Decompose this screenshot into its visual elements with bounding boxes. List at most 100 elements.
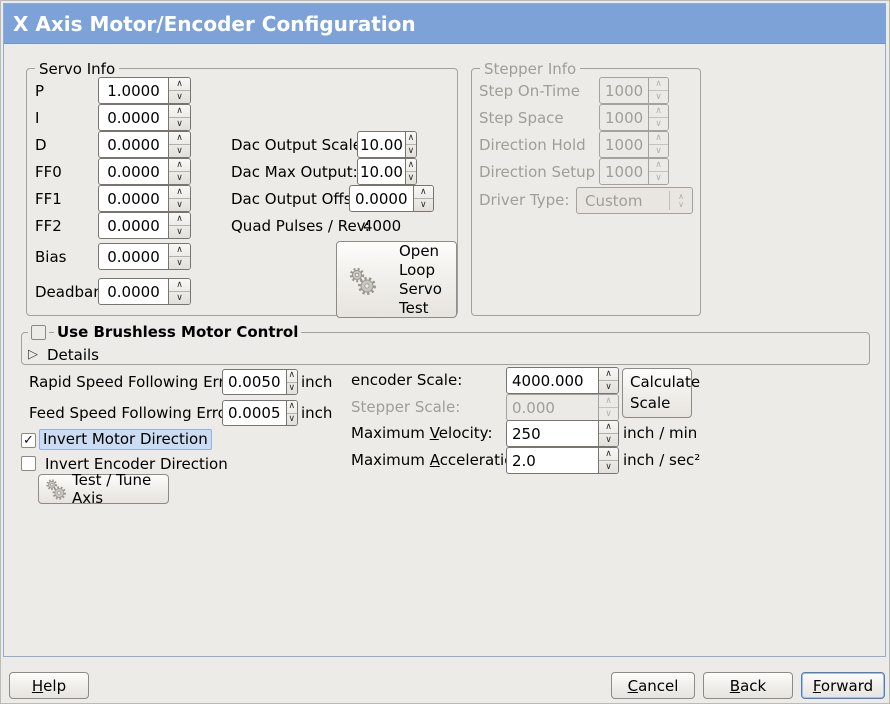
spin-down-button[interactable]: ∨ (176, 118, 183, 129)
spin-down-button[interactable]: ∨ (419, 199, 427, 210)
gears-icon (46, 479, 66, 500)
calculate-scale-button[interactable]: Calculate Scale (622, 368, 700, 418)
encoder-scale-spinbox[interactable]: 4000.000 ∧∨ (506, 367, 619, 394)
spin-value[interactable]: 0.0000 (107, 162, 160, 181)
spin-value[interactable]: 0.0050 (228, 373, 281, 391)
spin-up-button[interactable]: ∧ (169, 244, 190, 257)
spin-down-button[interactable]: ∨ (407, 172, 415, 183)
spin-value[interactable]: 0.0000 (107, 247, 160, 266)
spin-down-button[interactable]: ∨ (176, 145, 183, 156)
details-expander-label[interactable]: Details (47, 346, 100, 364)
spin-down-button[interactable]: ∨ (176, 292, 183, 303)
spin-value[interactable]: 0.0005 (228, 404, 281, 422)
spin-down-button: ∨ (655, 172, 662, 183)
spin-value[interactable]: 0.0000 (107, 135, 160, 154)
use-brushless-checkbox[interactable] (28, 322, 49, 343)
spin-down-button[interactable]: ∨ (605, 381, 612, 392)
spin-down-button[interactable]: ∨ (176, 172, 183, 183)
spin-up-button[interactable]: ∧ (169, 213, 190, 226)
dac-output-offset-spinbox[interactable]: 0.0000 ∧∨ (349, 185, 434, 212)
maximum-acceleration-spinbox[interactable]: 2.0 ∧∨ (506, 447, 619, 474)
spin-value: 1000 (605, 108, 644, 127)
spin-up-button[interactable]: ∧ (599, 421, 618, 434)
stepper-info-frame-title: Stepper Info (480, 59, 581, 79)
spin-up-button[interactable]: ∧ (169, 279, 190, 292)
back-button[interactable]: Back (703, 672, 793, 699)
spin-up-button[interactable]: ∧ (405, 132, 416, 145)
dac-max-output-spinbox[interactable]: 10.00 ∧∨ (357, 158, 417, 185)
help-button[interactable]: Help (9, 672, 89, 699)
use-brushless-label[interactable]: Use Brushless Motor Control (54, 322, 302, 342)
test-tune-axis-button[interactable]: Test / Tune Axis (38, 471, 169, 507)
spin-down-button: ∨ (605, 408, 612, 419)
maximum-velocity-spinbox[interactable]: 250 ∧∨ (506, 420, 619, 447)
spin-down-button[interactable]: ∨ (176, 257, 183, 268)
driver-type-value: Custom (585, 191, 643, 210)
ff0-spinbox[interactable]: 0.0000 ∧∨ (98, 158, 191, 185)
spin-value[interactable]: 0.0000 (107, 189, 160, 208)
spin-up-button[interactable]: ∧ (169, 159, 190, 172)
spin-down-button[interactable]: ∨ (288, 382, 296, 393)
spin-value[interactable]: 0.0000 (107, 108, 160, 127)
spin-down-button[interactable]: ∨ (288, 413, 296, 424)
p-spinbox[interactable]: 1.0000 ∧∨ (98, 77, 191, 104)
spin-up-button[interactable]: ∧ (599, 448, 618, 461)
deadband-spinbox[interactable]: 0.0000 ∧∨ (98, 278, 191, 305)
spin-down-button[interactable]: ∨ (176, 91, 183, 102)
spin-down-button[interactable]: ∨ (407, 145, 415, 156)
spin-up-button[interactable]: ∧ (599, 368, 618, 381)
spin-up-button[interactable]: ∧ (169, 105, 190, 118)
rapid-following-error-unit: inch (301, 373, 333, 391)
spin-value[interactable]: 10.00 (360, 162, 403, 181)
invert-encoder-checkbox[interactable] (21, 456, 36, 471)
driver-type-combobox: Custom ∧∨ (576, 187, 693, 214)
ff1-label: FF1 (35, 190, 62, 208)
invert-motor-checkbox[interactable]: ✓ (21, 433, 36, 448)
calculate-scale-label: Calculate Scale (630, 373, 701, 412)
spin-down-button[interactable]: ∨ (605, 461, 612, 472)
quad-pulses-label: Quad Pulses / Rev: (231, 217, 370, 235)
spin-down-button[interactable]: ∨ (605, 434, 612, 445)
spin-up-button[interactable]: ∧ (286, 370, 297, 383)
forward-button[interactable]: Forward (801, 672, 885, 699)
spin-value[interactable]: 4000.000 (512, 371, 584, 390)
i-spinbox[interactable]: 0.0000 ∧∨ (98, 104, 191, 131)
stepper-info-frame: Stepper Info (471, 59, 701, 316)
spin-down-button[interactable]: ∨ (176, 199, 183, 210)
spin-down-button: ∨ (655, 118, 662, 129)
details-expander-triangle-icon[interactable]: ▷ (28, 347, 38, 362)
spin-up-button[interactable]: ∧ (405, 159, 416, 172)
test-tune-axis-label: Test / Tune Axis (72, 471, 152, 507)
open-loop-servo-test-button[interactable]: Open Loop Servo Test (336, 241, 457, 318)
spin-up-button: ∧ (649, 78, 668, 91)
ff2-spinbox[interactable]: 0.0000 ∧∨ (98, 212, 191, 239)
spin-value[interactable]: 10.00 (360, 135, 403, 154)
spin-up-button[interactable]: ∧ (286, 401, 297, 414)
spin-value[interactable]: 2.0 (512, 451, 536, 470)
combo-arrows-icon: ∧∨ (678, 191, 684, 209)
rapid-following-error-spinbox[interactable]: 0.0050 ∧∨ (222, 369, 298, 395)
spin-up-button[interactable]: ∧ (413, 186, 433, 199)
spin-value[interactable]: 0.0000 (107, 282, 160, 301)
step-on-time-label: Step On-Time (479, 82, 580, 100)
step-space-spinbox: 1000 ∧∨ (599, 104, 669, 131)
spin-down-button[interactable]: ∨ (176, 226, 183, 237)
feed-following-error-spinbox[interactable]: 0.0005 ∧∨ (222, 400, 298, 426)
spin-value[interactable]: 1.0000 (107, 81, 160, 100)
spin-up-button[interactable]: ∧ (169, 186, 190, 199)
cancel-button[interactable]: Cancel (611, 672, 695, 699)
spin-value[interactable]: 250 (512, 424, 541, 443)
ff1-spinbox[interactable]: 0.0000 ∧∨ (98, 185, 191, 212)
dac-output-scale-spinbox[interactable]: 10.00 ∧∨ (357, 131, 417, 158)
spin-up-button[interactable]: ∧ (169, 78, 190, 91)
spin-up-button[interactable]: ∧ (169, 132, 190, 145)
invert-motor-label[interactable]: Invert Motor Direction (39, 429, 212, 450)
ff0-label: FF0 (35, 163, 62, 181)
spin-up-button: ∧ (649, 105, 668, 118)
bias-label: Bias (35, 248, 67, 266)
invert-encoder-label[interactable]: Invert Encoder Direction (45, 455, 228, 473)
bias-spinbox[interactable]: 0.0000 ∧∨ (98, 243, 191, 270)
d-spinbox[interactable]: 0.0000 ∧∨ (98, 131, 191, 158)
spin-value[interactable]: 0.0000 (355, 189, 408, 208)
spin-value[interactable]: 0.0000 (107, 216, 160, 235)
